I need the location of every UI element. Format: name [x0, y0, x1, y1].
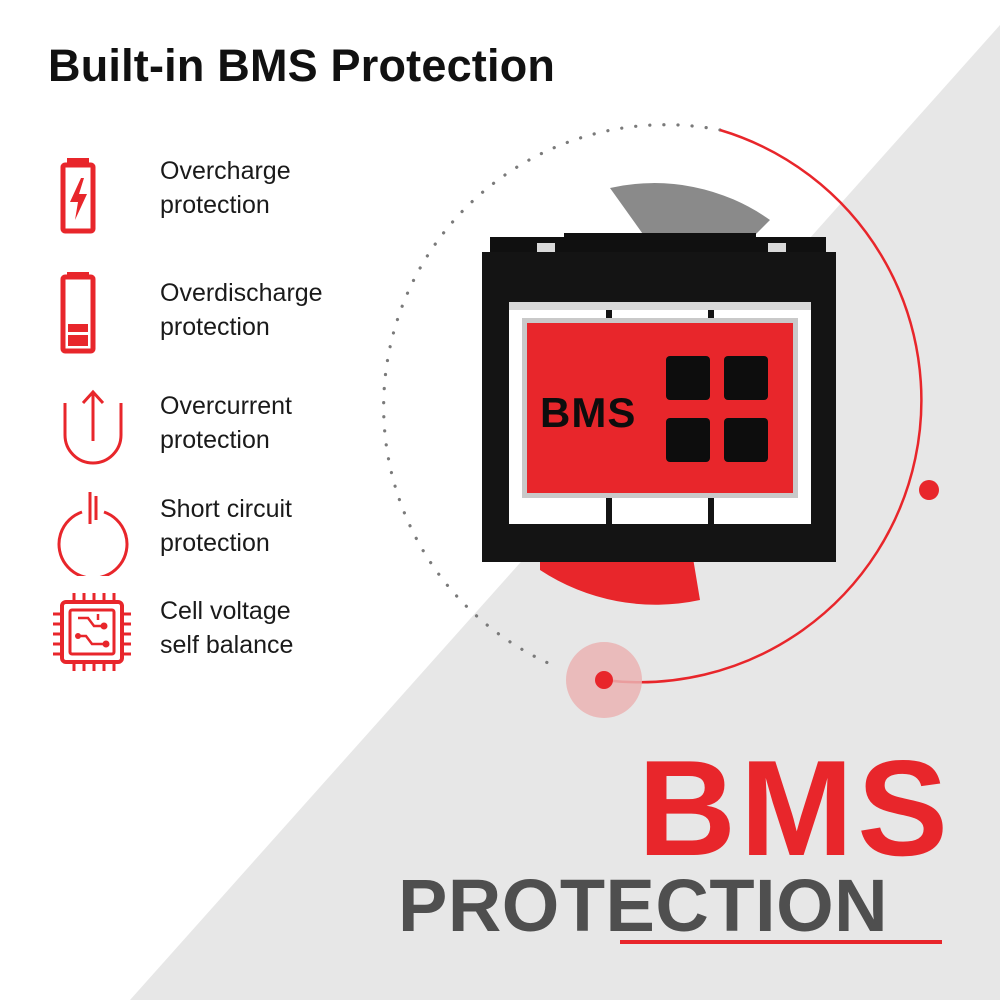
feature-overcurrent: Overcurrent protection	[48, 385, 368, 475]
feature-short-circuit: Short circuit protection	[48, 488, 368, 578]
bms-module-label: BMS	[540, 389, 637, 436]
battery-low-icon	[60, 272, 96, 354]
banner-headline: BMS	[637, 732, 952, 884]
feature-label: Overcharge protection	[160, 157, 291, 219]
banner-underline	[620, 940, 942, 944]
feature-cell-balance: Cell voltage self balance	[48, 590, 368, 680]
power-icon	[57, 492, 129, 576]
current-arrow-icon	[63, 389, 123, 465]
feature-overcharge: Overcharge protection	[48, 150, 368, 240]
page-title: Built-in BMS Protection	[48, 40, 556, 91]
circuit-chip-icon	[53, 593, 131, 671]
feature-label: Cell voltage self balance	[160, 597, 294, 659]
feature-label: Overcurrent protection	[160, 392, 292, 454]
orbit-dot-right	[919, 480, 939, 500]
feature-label: Short circuit protection	[160, 495, 292, 557]
banner-subline: PROTECTION	[398, 864, 889, 947]
feature-label: Overdischarge protection	[160, 279, 323, 341]
orbit-dot	[595, 671, 613, 689]
battery-charging-icon	[60, 158, 96, 234]
feature-overdischarge: Overdischarge protection	[48, 272, 368, 362]
